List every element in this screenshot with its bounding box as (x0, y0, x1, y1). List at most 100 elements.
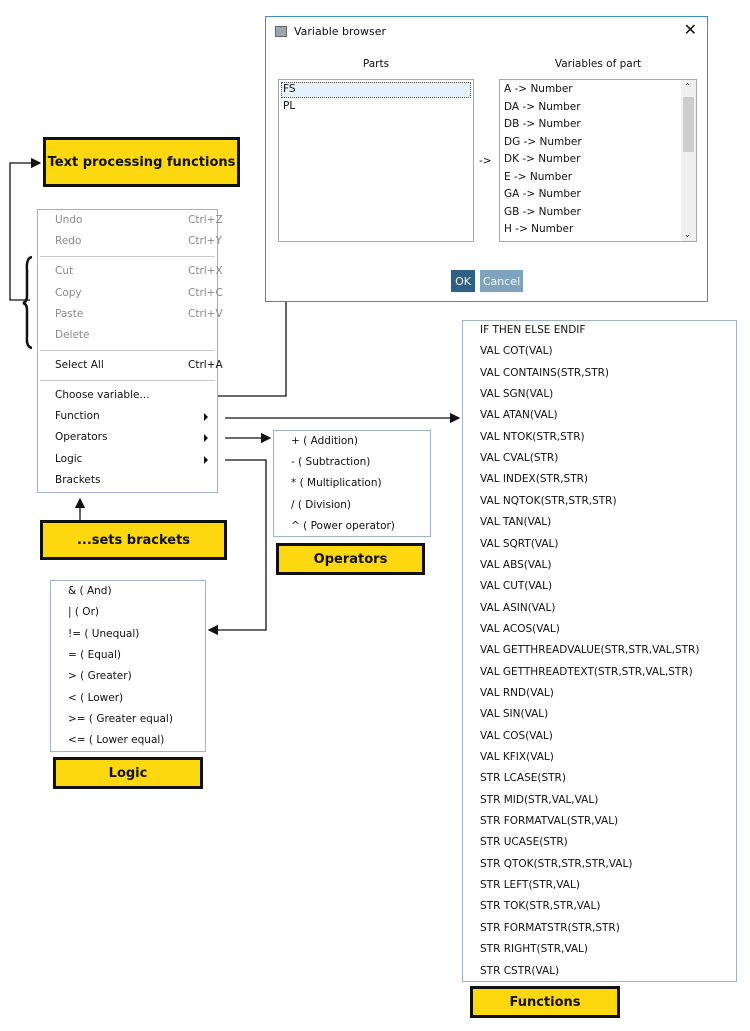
list-item[interactable]: FS (283, 83, 296, 95)
menu-item[interactable]: >= ( Greater equal) (68, 712, 173, 725)
menu-item[interactable]: STR LCASE(STR) (480, 772, 566, 785)
menu-item-choose-variable[interactable]: Choose variable... (55, 389, 150, 401)
callout-functions: Functions (470, 986, 620, 1018)
menu-item-function[interactable]: Function (55, 410, 100, 422)
menu-item[interactable]: VAL GETTHREADVALUE(STR,STR,VAL,STR) (480, 644, 700, 657)
selected-highlight (281, 82, 471, 98)
divider (40, 256, 215, 257)
menu-item[interactable]: | ( Or) (68, 606, 99, 619)
variable-browser-dialog: Variable browser ✕ Parts Variables of pa… (265, 16, 708, 302)
menu-item[interactable]: < ( Lower) (68, 691, 124, 704)
menu-item[interactable]: + ( Addition) (291, 435, 359, 447)
ok-button[interactable]: OK (451, 270, 475, 292)
list-item[interactable]: DG -> Number (504, 135, 582, 148)
menu-item-delete[interactable]: Delete (55, 329, 90, 341)
parts-label: Parts (362, 58, 390, 70)
functions-submenu: IF THEN ELSE ENDIF VAL COT(VAL) VAL CONTAI… (462, 320, 737, 982)
scrollbar[interactable]: ⌃ ⌄ (681, 80, 696, 241)
list-item[interactable]: H -> Number (504, 223, 574, 235)
menu-item-cut[interactable]: Cut Ctrl+X (55, 265, 223, 277)
menu-item[interactable]: = ( Equal) (68, 648, 121, 661)
parts-list[interactable]: FS PL (278, 79, 474, 242)
menu-item[interactable]: ^ ( Power operator) (291, 519, 395, 532)
callout-operators: Operators (276, 543, 425, 575)
menu-item[interactable]: IF THEN ELSE ENDIF (480, 324, 586, 336)
label: Redo (55, 235, 82, 247)
menu-item[interactable]: VAL COS(VAL) (480, 729, 553, 742)
label: Copy (55, 287, 82, 299)
menu-item[interactable]: VAL SQRT(VAL) (480, 537, 559, 550)
shortcut: Ctrl+Y (188, 235, 222, 247)
menu-item[interactable]: VAL ASIN(VAL) (480, 601, 556, 614)
logic-submenu: & ( And) | ( Or) != ( Unequal) = ( Equal) > … (50, 580, 206, 752)
list-item[interactable]: DA -> Number (504, 100, 581, 113)
variables-label: Variables of part (554, 58, 642, 70)
menu-item[interactable]: <= ( Lower equal) (68, 734, 165, 747)
menu-item[interactable]: VAL TAN(VAL) (480, 516, 552, 529)
menu-item[interactable]: VAL CONTAINS(STR,STR) (480, 366, 610, 379)
menu-item[interactable]: VAL ABS(VAL) (480, 558, 552, 571)
menu-item[interactable]: VAL SIN(VAL) (480, 708, 549, 721)
list-item[interactable]: GB -> Number (504, 205, 581, 218)
menu-item[interactable]: STR RIGHT(STR,VAL) (480, 943, 588, 956)
list-item[interactable]: E -> Number (504, 170, 573, 183)
close-icon[interactable]: ✕ (683, 20, 697, 39)
menu-item[interactable]: VAL CVAL(STR) (480, 452, 559, 465)
app-icon (275, 26, 287, 37)
cancel-button[interactable]: Cancel (480, 270, 523, 292)
menu-item[interactable]: STR FORMATVAL(STR,VAL) (480, 815, 619, 828)
menu-item[interactable]: STR CSTR(VAL) (480, 964, 560, 977)
menu-item[interactable]: * ( Multiplication) (291, 477, 382, 490)
shortcut: Ctrl+C (188, 287, 223, 299)
shortcut: Ctrl+X (188, 265, 223, 277)
menu-item[interactable]: VAL NQTOK(STR,STR,STR) (480, 494, 617, 507)
menu-item[interactable]: VAL COT(VAL) (480, 345, 553, 358)
menu-item[interactable]: STR QTOK(STR,STR,STR,VAL) (480, 857, 633, 870)
chevron-down-icon[interactable]: ⌄ (684, 230, 691, 239)
menu-item[interactable]: STR FORMATSTR(STR,STR) (480, 921, 620, 934)
list-item[interactable]: GA -> Number (504, 188, 581, 200)
menu-item[interactable]: VAL NTOK(STR,STR) (480, 430, 585, 443)
menu-item[interactable]: STR MID(STR,VAL,VAL) (480, 793, 599, 806)
menu-item-logic[interactable]: Logic (55, 453, 83, 465)
menu-item[interactable]: STR UCASE(STR) (480, 836, 568, 849)
callout-text-processing: Text processing functions (43, 137, 240, 187)
submenu-arrow-icon (204, 434, 208, 442)
list-item[interactable]: PL (283, 100, 296, 112)
menu-item[interactable]: VAL CUT(VAL) (480, 580, 553, 593)
shortcut: Ctrl+Z (188, 214, 223, 226)
callout-brackets: ...sets brackets (40, 520, 227, 560)
menu-item[interactable]: VAL ATAN(VAL) (480, 409, 558, 422)
list-item[interactable]: A -> Number (504, 83, 573, 95)
operators-submenu: + ( Addition) - ( Subtraction) * ( Multipl… (273, 430, 431, 537)
menu-item[interactable]: VAL GETTHREADTEXT(STR,STR,VAL,STR) (480, 665, 693, 678)
menu-item-brackets[interactable]: Brackets (55, 474, 101, 486)
menu-item[interactable]: STR TOK(STR,STR,VAL) (480, 900, 601, 913)
menu-item-operators[interactable]: Operators (55, 431, 108, 443)
shortcut: Ctrl+V (188, 308, 223, 320)
menu-item[interactable]: / ( Division) (291, 498, 352, 511)
menu-item[interactable]: VAL ACOS(VAL) (480, 622, 560, 635)
menu-item[interactable]: VAL RND(VAL) (480, 686, 554, 699)
menu-item[interactable]: VAL KFIX(VAL) (480, 751, 554, 763)
menu-item[interactable]: > ( Greater) (68, 670, 132, 683)
chevron-up-icon[interactable]: ⌃ (684, 82, 691, 91)
menu-item[interactable]: & ( And) (68, 585, 112, 597)
menu-item[interactable]: VAL SGN(VAL) (480, 388, 554, 401)
list-item[interactable]: DK -> Number (504, 153, 581, 165)
menu-item[interactable]: - ( Subtraction) (291, 456, 371, 469)
scrollbar-thumb[interactable] (683, 97, 694, 152)
menu-item[interactable]: != ( Unequal) (68, 627, 140, 640)
label: Cut (55, 265, 74, 277)
menu-item[interactable]: VAL INDEX(STR,STR) (480, 473, 589, 486)
variables-list[interactable]: A -> Number DA -> Number DB -> Number DG… (499, 79, 697, 242)
menu-item-redo[interactable]: Redo Ctrl+Y (55, 235, 222, 247)
menu-item[interactable]: STR LEFT(STR,VAL) (480, 879, 580, 892)
list-item[interactable]: DB -> Number (504, 118, 581, 130)
menu-item-copy[interactable]: Copy Ctrl+C (55, 287, 223, 299)
